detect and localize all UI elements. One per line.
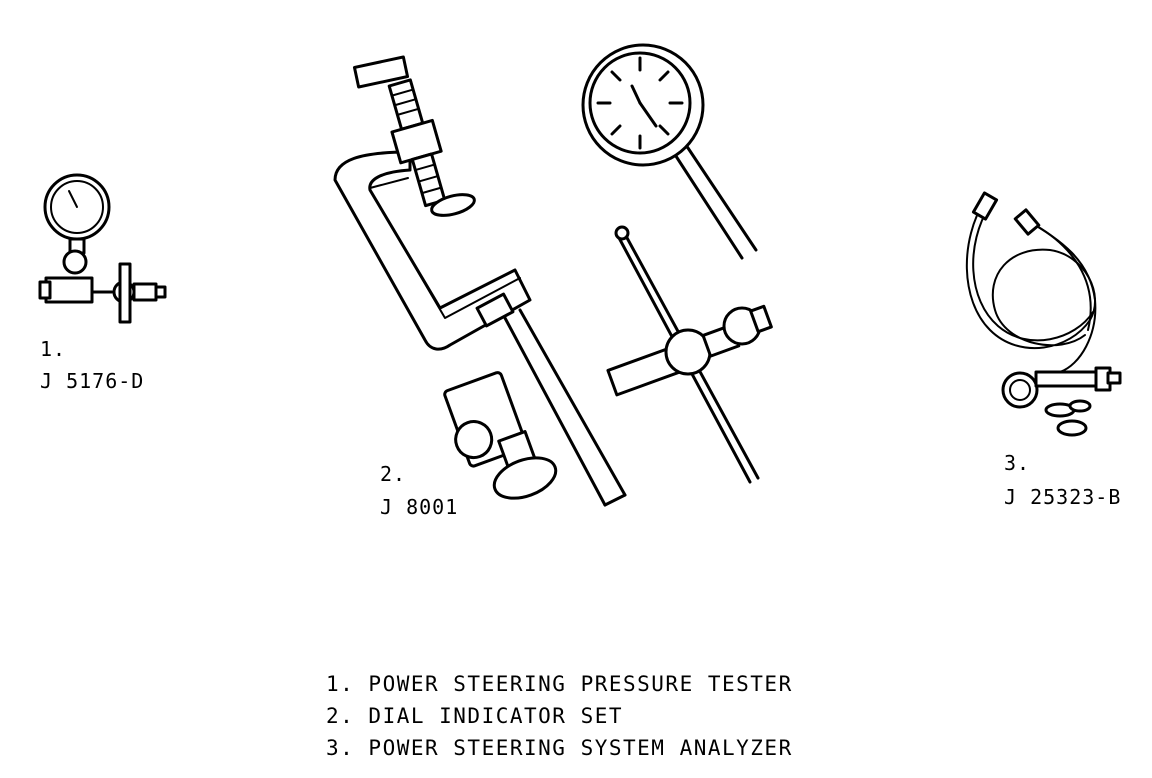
legend-item-1: 1. POWER STEERING PRESSURE TESTER (326, 672, 793, 696)
dial-indicator-drawing (581, 43, 758, 260)
tool-1-number: 1. (40, 337, 67, 361)
tool-legend: 1. POWER STEERING PRESSURE TESTER 2. DIA… (326, 668, 793, 764)
t-handle-clamp-drawing (606, 225, 773, 484)
system-analyzer-drawing (965, 191, 1122, 437)
legend-item-3: 3. POWER STEERING SYSTEM ANALYZER (326, 736, 793, 760)
tool-2-part-number: J 8001 (380, 495, 459, 519)
tool-3-part-number: J 25323-B (1004, 485, 1122, 509)
c-clamp-drawing (333, 55, 532, 351)
pressure-tester-drawing (38, 173, 167, 324)
indicator-holder-rod-drawing (443, 292, 627, 507)
legend-item-2: 2. DIAL INDICATOR SET (326, 704, 624, 728)
tool-3-number: 3. (1004, 451, 1031, 475)
tool-1-part-number: J 5176-D (40, 369, 145, 393)
tool-2-number: 2. (380, 462, 407, 486)
